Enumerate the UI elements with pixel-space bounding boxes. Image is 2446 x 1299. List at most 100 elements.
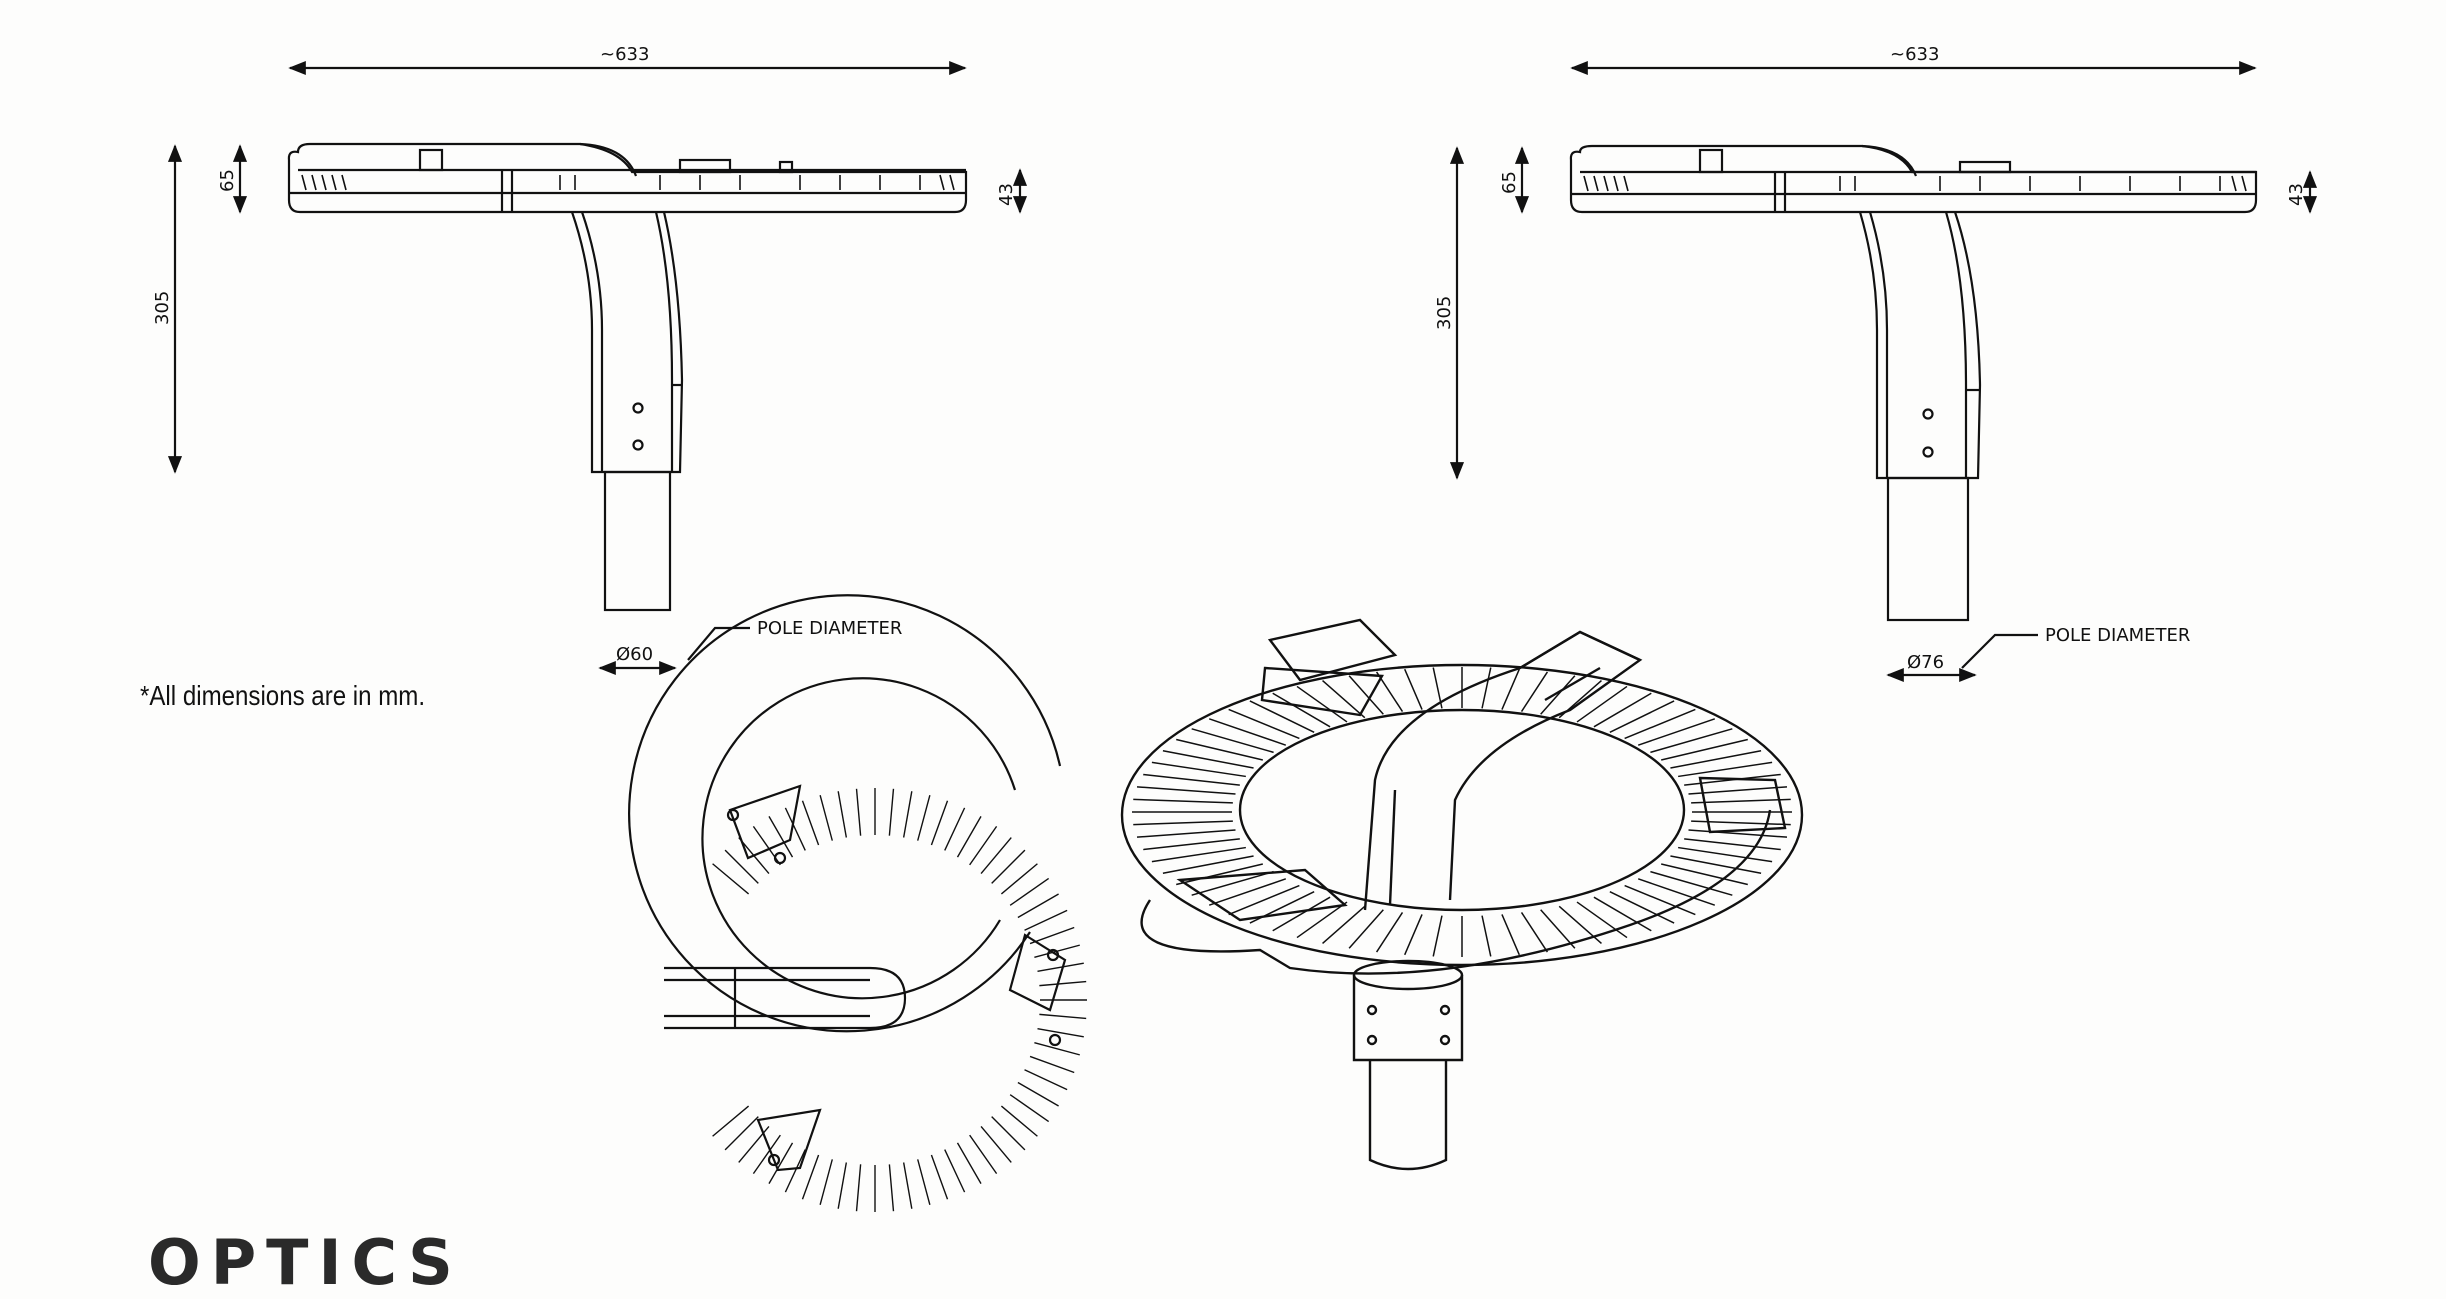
fin	[902, 1162, 913, 1209]
fin	[930, 800, 949, 846]
fin	[1034, 1042, 1080, 1056]
fin	[1208, 878, 1287, 906]
fin	[1375, 912, 1404, 953]
fin	[1017, 1081, 1059, 1107]
width-dimension-label: ~633	[600, 44, 649, 65]
fin	[819, 1159, 833, 1205]
screw-hole	[1366, 1034, 1378, 1046]
iso-arm-top	[1519, 630, 1641, 670]
head-top-curve	[579, 142, 638, 177]
fin	[1272, 896, 1331, 932]
fin	[991, 1116, 1026, 1151]
fin	[855, 788, 862, 836]
iso-inner-ring	[1238, 708, 1686, 912]
fin	[1191, 728, 1274, 754]
fin	[712, 1105, 750, 1137]
fin	[1624, 708, 1696, 740]
iso-cover-plate	[1698, 776, 1787, 834]
fin	[1017, 893, 1059, 919]
fin	[1228, 884, 1300, 916]
pole	[1886, 476, 1970, 622]
fin	[1678, 761, 1773, 778]
luminaire-head	[287, 142, 968, 214]
screw-hole	[1439, 1004, 1451, 1016]
luminaire-head	[1569, 144, 2258, 214]
fin-teeth	[1583, 175, 2247, 192]
fin	[1208, 718, 1287, 746]
fin	[1322, 680, 1366, 719]
fin	[1593, 692, 1652, 728]
bottom-outer-ring	[628, 594, 1062, 1033]
fin	[1637, 718, 1716, 746]
fin	[1520, 671, 1549, 712]
fin	[1143, 838, 1240, 851]
fin	[980, 837, 1012, 875]
bottom-cover-plate	[728, 784, 802, 860]
fin	[784, 807, 806, 851]
iso-arm-line	[1388, 789, 1397, 906]
fin	[1176, 863, 1263, 886]
fin	[944, 807, 966, 851]
fin	[724, 849, 759, 884]
fin	[1191, 870, 1274, 896]
bottom-view	[628, 594, 1087, 1212]
fin	[712, 863, 750, 895]
iso-pole-top	[1352, 959, 1464, 991]
width-dimension-label: ~633	[1890, 44, 1939, 65]
fin	[837, 1162, 848, 1209]
iso-cover-plate	[1267, 618, 1398, 682]
bottom-inner-ring	[701, 677, 1017, 1000]
fin	[1520, 912, 1549, 953]
fin	[1162, 855, 1254, 875]
bottom-bolt	[1046, 948, 1060, 962]
fin	[1228, 708, 1300, 740]
fin	[917, 795, 931, 841]
fin	[1670, 855, 1762, 875]
head-detail	[1698, 148, 1724, 174]
dimensions-note: *All dimensions are in mm.	[140, 680, 426, 711]
fin	[1024, 1069, 1068, 1091]
fin	[1009, 877, 1050, 906]
fin	[1624, 884, 1696, 916]
fin	[1136, 829, 1236, 838]
edge-height-dimension-label: 43	[2286, 183, 2307, 206]
iso-fins	[1132, 667, 1792, 957]
arm-inner-line	[580, 211, 604, 472]
fin	[980, 1125, 1012, 1163]
fin	[1609, 700, 1675, 734]
fin	[1691, 820, 1791, 826]
fin	[1039, 980, 1087, 987]
fin	[1501, 668, 1520, 710]
fin	[1670, 749, 1762, 769]
head-detail	[1958, 160, 2012, 174]
pole	[603, 470, 672, 612]
arm-inner-line	[1944, 211, 1968, 478]
fin	[1133, 798, 1233, 804]
fin	[1404, 914, 1423, 956]
fin	[1650, 728, 1733, 754]
fin	[1039, 1013, 1087, 1020]
fin	[1684, 838, 1781, 851]
isometric-view	[1120, 618, 1804, 1171]
fin	[801, 1154, 820, 1200]
fin	[991, 849, 1026, 884]
fin	[1432, 915, 1443, 957]
fin-teeth	[301, 174, 955, 191]
fin	[1136, 786, 1236, 795]
fin	[969, 1134, 998, 1175]
fin	[1272, 692, 1331, 728]
fin	[837, 791, 848, 838]
arm-inner-line	[654, 211, 674, 472]
fin	[1691, 798, 1791, 804]
height-dimension-label: 305	[152, 291, 173, 325]
fin	[1650, 870, 1733, 896]
fin	[752, 1134, 781, 1175]
pole-diameter-label: Ø60	[616, 644, 653, 665]
fin	[1540, 675, 1576, 715]
bottom-bolt	[726, 808, 740, 822]
side-view-right: ~633 305 65 43 Ø76	[1434, 44, 2318, 683]
fin	[801, 800, 820, 846]
fin	[956, 816, 982, 858]
screw-hole	[1922, 408, 1934, 420]
mounting-arm	[570, 211, 684, 474]
